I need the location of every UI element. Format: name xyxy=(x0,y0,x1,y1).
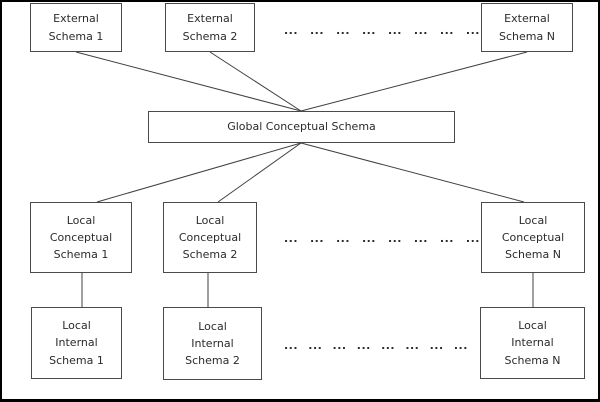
ellipsis: ... xyxy=(361,231,376,245)
box-local-conceptual-schema-1: Local Conceptual Schema 1 xyxy=(30,202,132,273)
connector-global-localN xyxy=(300,142,525,203)
connector-global-local1 xyxy=(96,142,302,203)
box-external-schema-n: External Schema N xyxy=(481,3,573,52)
box-global-conceptual-schema: Global Conceptual Schema xyxy=(148,111,455,143)
ellipsis-row-local-conceptual: ... ... ... ... ... ... ... ... xyxy=(284,230,480,246)
box-external-schema-2: External Schema 2 xyxy=(165,3,255,52)
ellipsis-row-local-internal: ... ... ... ... ... ... ... ... xyxy=(284,337,468,353)
box-label: Local Internal Schema N xyxy=(504,319,561,367)
connector-externalN-global xyxy=(300,51,528,112)
connector-external2-global xyxy=(209,51,302,112)
ellipsis: ... xyxy=(405,338,420,352)
box-local-conceptual-schema-n: Local Conceptual Schema N xyxy=(481,202,585,273)
box-label: External Schema N xyxy=(499,12,555,43)
ellipsis-row-external: ... ... ... ... ... ... ... ... xyxy=(284,22,480,38)
ellipsis: ... xyxy=(284,231,299,245)
ellipsis: ... xyxy=(284,23,299,37)
ellipsis: ... xyxy=(381,338,396,352)
ellipsis: ... xyxy=(413,23,428,37)
box-label: Local Conceptual Schema 1 xyxy=(49,213,113,262)
ellipsis: ... xyxy=(387,231,402,245)
ellipsis: ... xyxy=(309,23,325,37)
box-label: External Schema 1 xyxy=(48,12,104,43)
ellipsis: ... xyxy=(356,338,371,352)
ellipsis: ... xyxy=(429,338,444,352)
ellipsis: ... xyxy=(308,338,323,352)
box-external-schema-1: External Schema 1 xyxy=(30,3,122,52)
connector-global-local2 xyxy=(217,142,302,203)
ellipsis: ... xyxy=(309,231,325,245)
ellipsis: ... xyxy=(439,231,454,245)
box-label: Local Conceptual Schema 2 xyxy=(178,213,242,262)
box-label: Local Conceptual Schema N xyxy=(501,213,565,262)
ellipsis: ... xyxy=(332,338,347,352)
box-local-internal-schema-1: Local Internal Schema 1 xyxy=(31,307,122,379)
box-local-internal-schema-2: Local Internal Schema 2 xyxy=(163,307,262,380)
box-local-conceptual-schema-2: Local Conceptual Schema 2 xyxy=(163,202,257,273)
ellipsis: ... xyxy=(413,231,428,245)
ellipsis: ... xyxy=(439,23,454,37)
box-label: Local Internal Schema 1 xyxy=(49,319,104,367)
box-label: External Schema 2 xyxy=(182,12,238,43)
ellipsis: ... xyxy=(335,231,351,245)
connector-external1-global xyxy=(75,51,302,112)
ellipsis: ... xyxy=(284,338,299,352)
box-local-internal-schema-n: Local Internal Schema N xyxy=(480,307,585,379)
box-label: Global Conceptual Schema xyxy=(227,120,376,134)
ellipsis: ... xyxy=(335,23,351,37)
ellipsis: ... xyxy=(465,231,480,245)
ellipsis: ... xyxy=(453,338,468,352)
ellipsis: ... xyxy=(465,23,480,37)
ellipsis: ... xyxy=(387,23,402,37)
ellipsis: ... xyxy=(361,23,376,37)
box-label: Local Internal Schema 2 xyxy=(185,319,240,368)
